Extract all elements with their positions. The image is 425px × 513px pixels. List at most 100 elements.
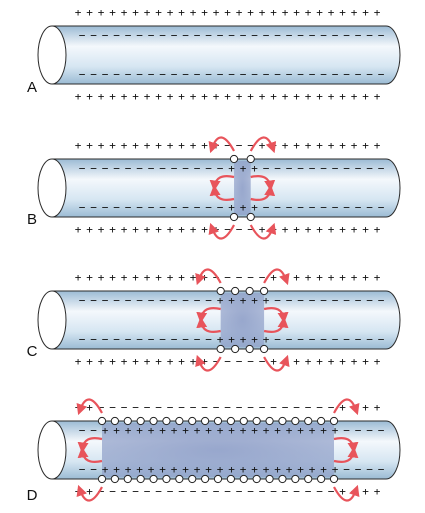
inside-charge-top: − <box>378 294 385 307</box>
outside-charge-bottom: − <box>282 485 289 498</box>
outside-charge-top: + <box>201 139 208 152</box>
panel-letter: D <box>27 487 38 504</box>
inside-charge-top: − <box>171 162 178 175</box>
outside-charge-top: − <box>259 401 266 414</box>
outside-charge-top: − <box>236 401 243 414</box>
inside-charge-bottom: − <box>286 201 293 214</box>
outside-charge-top: + <box>121 139 128 152</box>
inside-charge-bottom: − <box>159 201 166 214</box>
inside-charge-bottom: − <box>148 68 155 81</box>
inside-charge-top: − <box>136 162 143 175</box>
inside-charge-top: − <box>378 162 385 175</box>
inside-charge-top: + <box>217 294 224 307</box>
inside-charge-bottom: − <box>286 68 293 81</box>
outside-charge-bottom: − <box>190 485 197 498</box>
inside-charge-top: − <box>159 162 166 175</box>
outside-charge-bottom: + <box>86 223 93 236</box>
outside-charge-top: + <box>155 139 162 152</box>
inside-charge-bottom: − <box>148 201 155 214</box>
inside-charge-top: + <box>240 162 247 175</box>
inside-charge-top: − <box>136 294 143 307</box>
outside-charge-bottom: + <box>167 355 174 368</box>
outside-charge-bottom: + <box>121 90 128 103</box>
outside-charge-bottom: − <box>121 485 128 498</box>
open-channel-top <box>329 416 339 426</box>
open-channel-top <box>317 416 326 426</box>
outside-charge-top: + <box>259 139 266 152</box>
outside-charge-bottom: + <box>247 90 254 103</box>
outside-charge-bottom: − <box>247 485 254 498</box>
outside-charge-bottom: + <box>339 223 346 236</box>
inside-charge-top: − <box>205 294 212 307</box>
open-channel-bottom <box>239 474 248 484</box>
inside-charge-bottom: − <box>217 201 224 214</box>
outside-charge-top: + <box>305 271 312 284</box>
outside-charge-bottom: − <box>224 485 231 498</box>
outside-charge-top: + <box>282 139 289 152</box>
outside-charge-bottom: − <box>236 355 243 368</box>
inside-charge-top: + <box>297 424 304 437</box>
outside-charge-top: + <box>144 139 151 152</box>
outside-charge-top: − <box>236 139 243 152</box>
current-arrow <box>250 184 276 201</box>
axon-cylinder <box>52 25 401 85</box>
inside-charge-bottom: − <box>113 333 120 346</box>
inside-charge-top: − <box>194 29 201 42</box>
inside-charge-bottom: + <box>217 463 224 476</box>
inside-charge-top: − <box>297 29 304 42</box>
inside-charge-top: − <box>355 29 362 42</box>
outside-charge-bottom: + <box>167 223 174 236</box>
outside-charge-top: + <box>75 6 82 19</box>
inside-charge-bottom: − <box>125 201 132 214</box>
inside-charge-top: + <box>194 424 201 437</box>
inside-charge-top: − <box>79 294 86 307</box>
outside-charge-top: + <box>132 6 139 19</box>
inside-charge-top: − <box>343 294 350 307</box>
outside-charge-bottom: + <box>351 90 358 103</box>
open-channel-bottom <box>188 474 197 484</box>
outside-charge-bottom: + <box>98 223 105 236</box>
inside-charge-top: − <box>366 294 373 307</box>
outside-charge-top: + <box>362 6 369 19</box>
inside-charge-bottom: + <box>102 463 109 476</box>
inside-charge-bottom: − <box>378 463 385 476</box>
outside-charge-bottom: + <box>362 223 369 236</box>
inside-charge-top: − <box>102 294 109 307</box>
inside-charge-bottom: − <box>274 68 281 81</box>
inside-charge-top: + <box>251 294 258 307</box>
inside-charge-top: − <box>136 29 143 42</box>
outside-charge-bottom: + <box>259 90 266 103</box>
outside-charge-top: + <box>328 271 335 284</box>
inside-charge-bottom: − <box>205 68 212 81</box>
outside-charge-bottom: + <box>190 355 197 368</box>
panel-a: ++−−++−−++−−++−−++−−++−−++−−++−−++−−++−−… <box>27 6 401 103</box>
outside-charge-top: + <box>86 6 93 19</box>
inside-charge-bottom: − <box>343 333 350 346</box>
outside-charge-top: + <box>178 139 185 152</box>
inside-charge-top: + <box>263 424 270 437</box>
inside-charge-top: − <box>205 29 212 42</box>
inside-charge-bottom: − <box>79 201 86 214</box>
inside-charge-bottom: + <box>182 463 189 476</box>
outside-charge-top: + <box>190 139 197 152</box>
inside-charge-bottom: + <box>159 463 166 476</box>
inside-charge-bottom: − <box>102 201 109 214</box>
inside-charge-bottom: − <box>194 201 201 214</box>
outside-charge-top: + <box>98 271 105 284</box>
outside-charge-top: + <box>339 271 346 284</box>
outside-charge-top: − <box>247 139 254 152</box>
inside-charge-bottom: − <box>309 333 316 346</box>
depolarized-region <box>220 293 265 347</box>
outside-charge-top: − <box>236 271 243 284</box>
open-channel-top <box>216 286 225 296</box>
inside-charge-bottom: − <box>136 68 143 81</box>
outside-charge-top: + <box>247 6 254 19</box>
open-channel-top <box>304 416 313 426</box>
outside-charge-top: + <box>86 271 93 284</box>
inside-charge-top: + <box>240 424 247 437</box>
outside-charge-bottom: + <box>109 223 116 236</box>
outside-charge-top: + <box>282 6 289 19</box>
outside-charge-bottom: − <box>236 223 243 236</box>
outside-charge-top: + <box>328 139 335 152</box>
outside-charge-top: − <box>305 401 312 414</box>
